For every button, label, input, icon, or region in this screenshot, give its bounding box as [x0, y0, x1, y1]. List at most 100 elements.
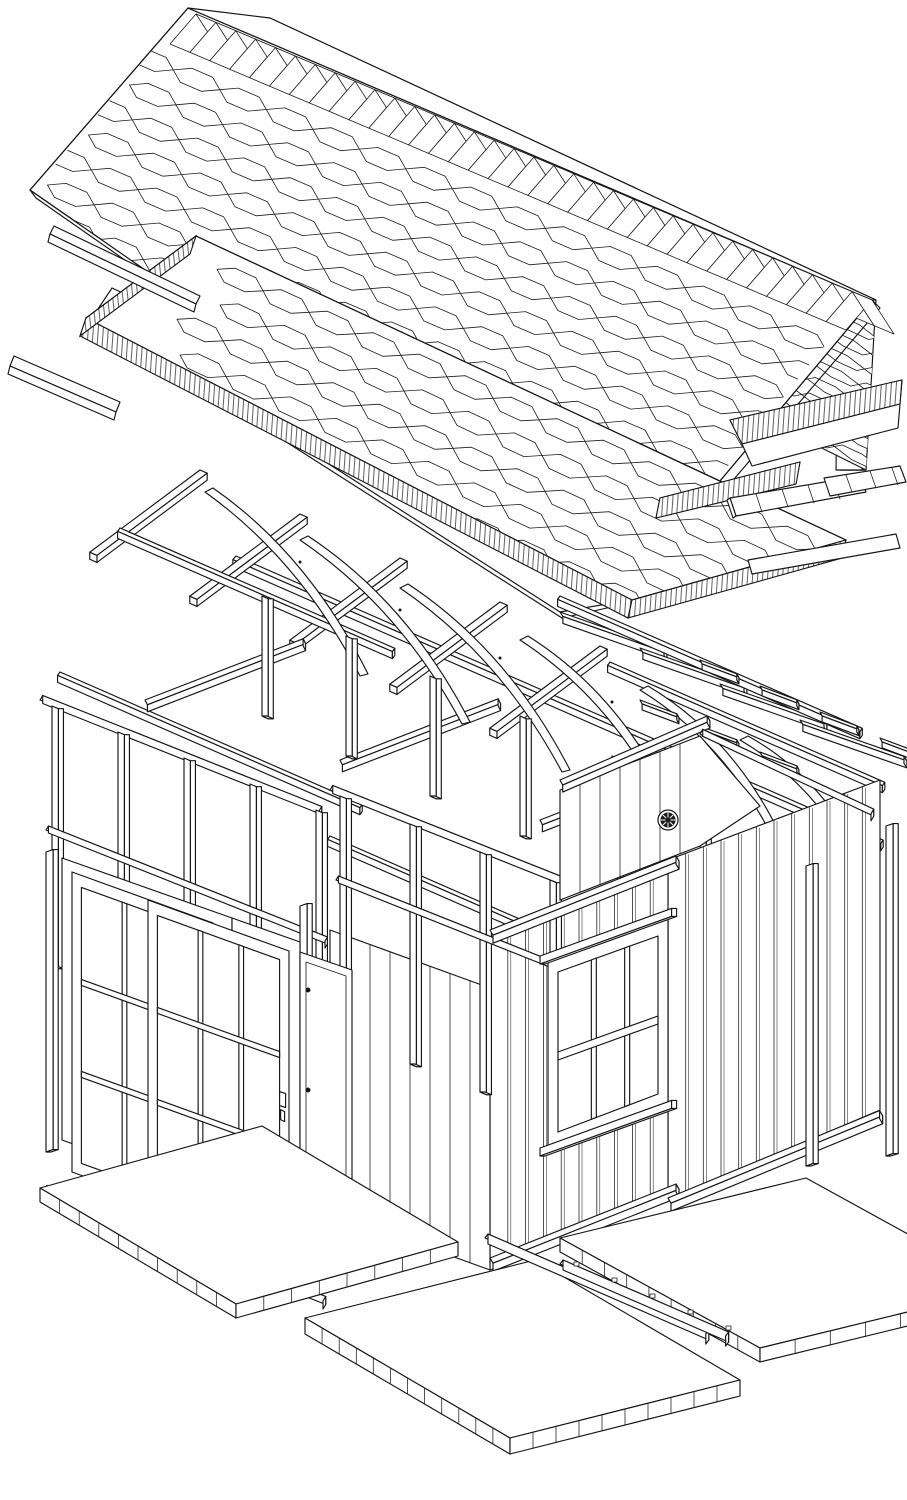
trim-strip-b	[823, 465, 907, 497]
floor-panel-right-edge-b	[759, 1311, 907, 1363]
ridge-tab	[851, 291, 895, 335]
rafter-near-4-end	[489, 727, 498, 740]
interior-stud-2-end	[479, 1091, 493, 1096]
post-0-side	[267, 598, 274, 720]
purlin-far-2	[607, 661, 886, 794]
corner-batten-0-top	[885, 823, 894, 1157]
curved-brace-2	[399, 583, 571, 773]
interior-stud-2	[479, 851, 493, 1096]
wall-plate-right-end	[675, 855, 680, 870]
outrigger-0	[699, 659, 740, 685]
rafter-near-0-end	[89, 551, 98, 564]
purlin-far-2-end	[881, 781, 886, 794]
window-trim-sill	[539, 1099, 678, 1157]
roof-covering-group	[29, 7, 895, 719]
window-trim-sill-end	[671, 1099, 678, 1109]
floor-fixing-peg	[725, 1325, 732, 1331]
vent-slot	[669, 814, 674, 819]
outrigger-1-end	[796, 699, 800, 711]
purlin-near-1	[57, 671, 363, 816]
left-mid-rail-end	[324, 936, 328, 949]
inner-door-hinge-icon	[305, 1087, 311, 1093]
window-transom	[557, 1015, 659, 1061]
collar-tie-2-end	[497, 698, 502, 712]
corner-batten-1-top	[805, 863, 814, 1167]
wall-plate-right	[489, 855, 680, 944]
ridge-board	[7, 225, 201, 421]
purlin-far-3-end	[880, 839, 884, 852]
ridge-cap	[169, 7, 895, 335]
window-side	[547, 917, 669, 1153]
corner-batten-3-side	[52, 849, 59, 1151]
door-left-mullion	[121, 901, 128, 1181]
barge-board-gable-2	[699, 728, 875, 822]
floor-panel-centre	[304, 1259, 741, 1455]
purlin-near-1-end	[359, 803, 363, 816]
post-3-side	[525, 718, 532, 840]
floor-fixing-peg	[649, 1293, 656, 1299]
window-trim-head-end	[671, 907, 678, 917]
corner-batten-1	[805, 863, 819, 1167]
post-3-end	[519, 835, 532, 840]
post-1-side	[351, 638, 358, 760]
post-2-top	[429, 675, 437, 800]
interior-stud-2-top	[479, 851, 488, 1096]
floor-fixing-peg	[611, 1277, 618, 1283]
floor-bearer-2	[559, 1259, 730, 1347]
gable-panel	[559, 735, 761, 901]
deck-wing-right	[655, 379, 903, 519]
right-wall-panel	[667, 779, 881, 1201]
barge-board-gable	[559, 715, 711, 793]
floor-fixing-peg	[687, 1309, 694, 1315]
outrigger-3-top	[879, 737, 907, 752]
door-lock-escutcheon-icon	[280, 1109, 286, 1123]
left-mid-rail	[45, 825, 328, 949]
curved-brace-body-1	[299, 535, 471, 725]
outrigger-4-end	[676, 713, 680, 725]
interior-stud-1-top	[409, 823, 418, 1068]
purlin-far-1-end	[859, 727, 863, 740]
corner-batten-0-end	[885, 1153, 899, 1157]
post-2	[429, 675, 442, 800]
left-bottom-plate-end	[322, 1295, 327, 1310]
floor-group	[39, 1125, 907, 1455]
sill-plate-rear-end	[879, 1110, 884, 1125]
outrigger-2-end	[856, 725, 860, 737]
corner-batten-0-side	[892, 823, 899, 1155]
post-0	[261, 595, 274, 720]
inner-door-hinge-icon	[305, 987, 311, 993]
outrigger-0-end	[736, 673, 740, 685]
floor-panel-left	[39, 1125, 459, 1319]
peg-dot	[298, 560, 302, 564]
peg-dot	[398, 608, 402, 612]
post-1-end	[345, 755, 358, 760]
curved-brace-1	[299, 535, 471, 725]
window-mullion	[624, 945, 631, 1108]
interior-stud-1	[409, 823, 423, 1068]
barge-board-gable-end	[706, 715, 711, 729]
post-1-top	[345, 635, 353, 760]
vent-slot	[662, 814, 667, 819]
purlin-near-2	[117, 527, 396, 660]
interior-stud-1-side	[415, 826, 423, 1068]
interior-wall-frame	[329, 784, 576, 1124]
post-0-top	[261, 595, 269, 720]
collar-tie-1-end	[302, 638, 307, 652]
loose-trim-group	[726, 465, 907, 575]
outrigger-2	[819, 711, 860, 737]
window-trim-head	[539, 907, 678, 965]
sill-plate-right	[489, 1183, 680, 1272]
barge-board-gable-2-end	[870, 808, 875, 822]
peg-dot	[498, 656, 502, 660]
vent-slot	[662, 821, 667, 826]
trim-board-c	[747, 533, 901, 575]
rafter-near-1-end	[189, 595, 198, 608]
corner-batten-1-end	[805, 1163, 819, 1167]
corner-batten-3-top	[45, 849, 54, 1153]
joinery-group	[61, 857, 678, 1252]
post-1	[345, 635, 358, 760]
curved-brace-body-2	[399, 583, 571, 773]
floor-fixing-peg	[573, 1261, 580, 1267]
post-3	[519, 715, 532, 840]
